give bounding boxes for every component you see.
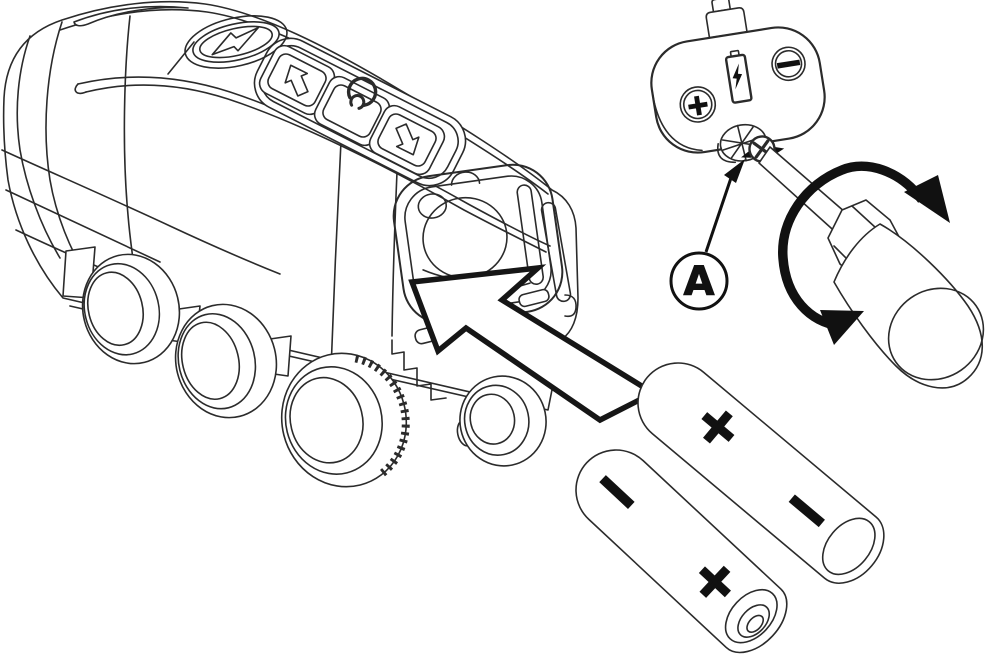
battery-charge-icon xyxy=(724,49,753,104)
screwdriver xyxy=(758,146,985,389)
forward-button xyxy=(258,44,336,116)
battery-door: + − xyxy=(650,0,826,164)
reverse-button xyxy=(368,104,446,176)
train-wheel-rear xyxy=(456,375,547,467)
train-wheel-geared xyxy=(280,352,410,488)
battery-end-ring xyxy=(724,588,778,644)
battery-aa-top: + − xyxy=(637,362,885,584)
rotation-arrowhead-top xyxy=(904,175,950,223)
battery-end-ring xyxy=(821,517,876,576)
battery-aa-bottom: − + xyxy=(575,448,788,654)
leader-arrowhead xyxy=(724,159,745,183)
door-tab xyxy=(711,0,732,13)
door-plus-mark: + xyxy=(684,87,712,123)
rotation-arrow xyxy=(778,161,950,345)
lightning-bolt-icon xyxy=(211,26,260,56)
toy-train xyxy=(1,0,579,488)
callout-label: A xyxy=(684,259,715,305)
plus-terminal-ring xyxy=(679,86,717,123)
lightning-button xyxy=(184,15,288,69)
insert-direction-arrow xyxy=(408,264,659,424)
loop-arrow-icon xyxy=(346,76,378,110)
loop-button xyxy=(313,75,391,147)
train-wheel-front xyxy=(81,253,181,365)
callout-circle xyxy=(669,251,729,311)
leader-line xyxy=(704,174,734,253)
battery-body xyxy=(575,449,788,654)
arrow-down-icon xyxy=(395,123,420,156)
minus-terminal-ring xyxy=(771,46,806,82)
rotation-arrowhead-bottom xyxy=(820,310,864,345)
screwdriver-handle xyxy=(833,223,984,389)
arrow-up-icon xyxy=(284,64,309,97)
handle-end-cap xyxy=(887,287,985,381)
train-wheel-middle xyxy=(174,303,278,419)
door-minus-mark: − xyxy=(771,42,805,86)
battery-body xyxy=(637,362,885,584)
callout-a: A xyxy=(669,159,745,311)
